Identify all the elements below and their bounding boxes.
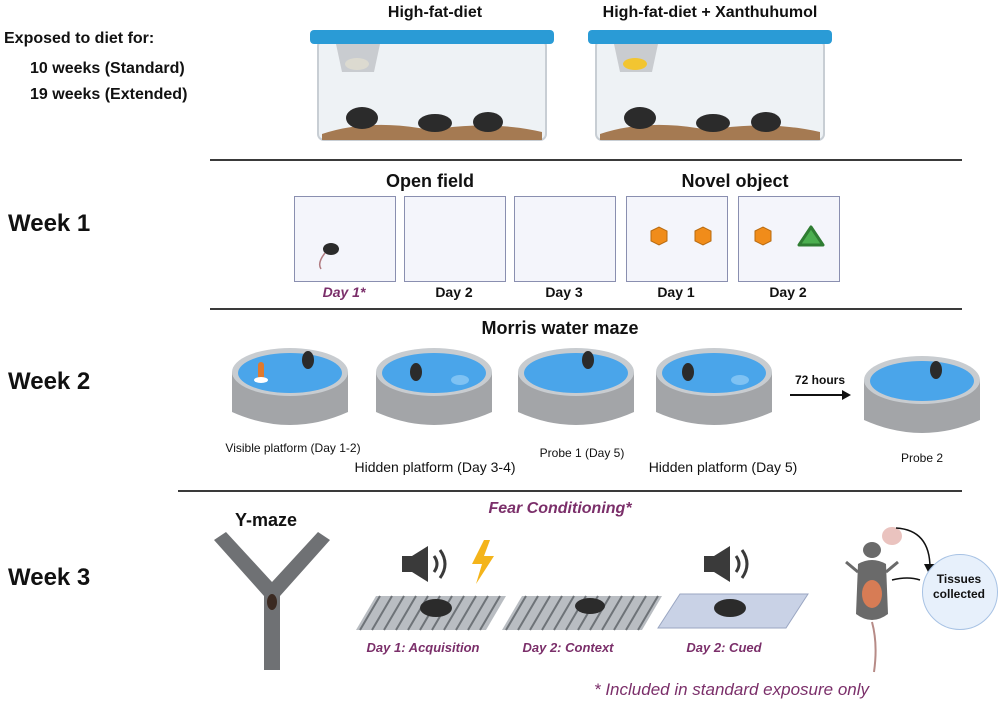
grid-floor-2 [502, 595, 662, 631]
tissues-label: Tissues collected [932, 572, 986, 601]
divider-1 [210, 159, 962, 161]
fear-step-3: Day 2: Cued [686, 640, 762, 655]
tissues-circle [922, 554, 998, 630]
water-maze-5 [864, 356, 980, 433]
cage-label-hfd-xn: High-fat-diet + Xanthuhumol [602, 4, 818, 21]
maze-label-4: Hidden platform (Day 5) [648, 459, 798, 475]
exposure-standard: 10 weeks (Standard) [30, 60, 185, 77]
fear-title: Fear Conditioning* [488, 500, 632, 517]
gap-label: 72 hours [794, 373, 845, 387]
week1-day-label-4: Day 1 [657, 284, 695, 300]
shock-icon [472, 540, 494, 584]
divider-3 [178, 490, 962, 492]
y-maze [214, 532, 330, 670]
cage-hfd [310, 30, 554, 141]
novel-object-title: Novel object [681, 171, 789, 191]
speaker-icon [402, 546, 447, 582]
arrow-right-icon [790, 390, 851, 400]
week1-day-label-5: Day 2 [769, 284, 807, 300]
cage-hfd-xn [588, 30, 832, 141]
fear-step-1: Day 1: Acquisition [366, 640, 480, 655]
exposure-heading: Exposed to diet for: [4, 30, 155, 47]
open-field-arena-2 [404, 196, 506, 282]
open-field-arena-1 [294, 196, 396, 282]
maze-title: Morris water maze [481, 318, 639, 338]
speaker-icon [704, 546, 749, 582]
footnote: * Included in standard exposure only [594, 680, 870, 699]
grid-floor-1 [356, 595, 506, 631]
open-field-title: Open field [385, 171, 474, 191]
week2-title: Week 2 [8, 368, 91, 395]
water-maze-1 [232, 348, 348, 425]
week1-day-label-3: Day 3 [545, 284, 583, 300]
novel-object-arena-1 [626, 196, 728, 282]
open-field-arena-3 [514, 196, 616, 282]
cage-label-hfd: High-fat-diet [387, 4, 483, 21]
week1-day-label-2: Day 2 [435, 284, 473, 300]
mouse-dissection [845, 527, 902, 673]
fear-step-2: Day 2: Context [522, 640, 614, 655]
maze-label-1: Visible platform (Day 1-2) [225, 441, 361, 455]
ymaze-title: Y-maze [234, 510, 298, 530]
water-maze-2 [376, 348, 492, 425]
week1-day-label-1: Day 1* [322, 284, 366, 300]
week3-title: Week 3 [8, 564, 91, 591]
maze-label-2: Hidden platform (Day 3-4) [354, 459, 516, 475]
divider-2 [210, 308, 962, 310]
maze-label-3: Probe 1 (Day 5) [539, 446, 625, 460]
maze-label-5: Probe 2 [900, 451, 944, 465]
water-maze-4 [656, 348, 772, 425]
exposure-extended: 19 weeks (Extended) [30, 86, 188, 103]
plain-floor [657, 593, 809, 629]
water-maze-3 [518, 348, 634, 425]
week1-title: Week 1 [8, 210, 91, 237]
novel-object-arena-2 [738, 196, 840, 282]
